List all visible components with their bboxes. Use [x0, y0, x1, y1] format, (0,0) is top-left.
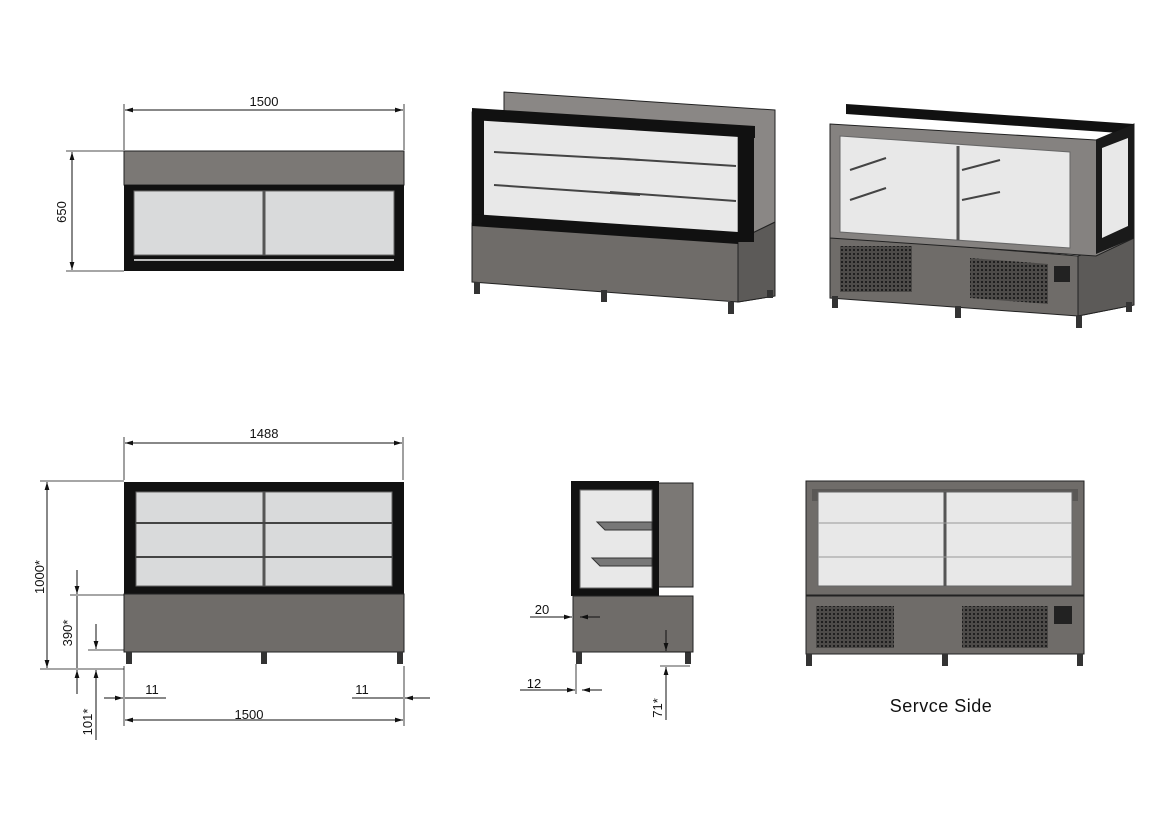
service-side-caption: Servce Side: [890, 696, 993, 716]
front-left-offset-label: 11: [145, 682, 159, 697]
top-width-label: 1500: [250, 94, 279, 109]
iso-view-rear: [829, 104, 1135, 328]
front-bottom-width-label: 1500: [235, 707, 264, 722]
top-view-rear-panel: [123, 150, 405, 186]
side-view: 20 12 71*: [520, 481, 694, 720]
side-top-offset-label: 20: [535, 602, 549, 617]
top-height-label: 650: [54, 201, 69, 223]
service-control-panel: [1054, 606, 1072, 624]
front-view: 1488 1000* 390* 101* 11 11 1500: [32, 426, 430, 740]
front-top-width-label: 1488: [250, 426, 279, 441]
front-right-offset-label: 11: [355, 682, 369, 697]
service-grille-right: [962, 606, 1048, 648]
service-grille-left: [816, 606, 894, 648]
side-leg-label: 71*: [650, 698, 665, 718]
front-base-height-label: 390*: [60, 620, 75, 647]
front-leg-height-label: 101*: [80, 709, 95, 736]
top-view: 1500 650: [54, 94, 405, 272]
side-base-cabinet: [572, 595, 694, 653]
front-base-cabinet: [123, 593, 405, 653]
service-side-view: Servce Side: [805, 480, 1085, 716]
front-total-height-label: 1000*: [32, 560, 47, 594]
iso-grille-right: [970, 258, 1048, 304]
iso-view-front: [471, 91, 776, 314]
side-bottom-offset-label: 12: [527, 676, 541, 691]
iso-grille-left: [840, 246, 912, 292]
